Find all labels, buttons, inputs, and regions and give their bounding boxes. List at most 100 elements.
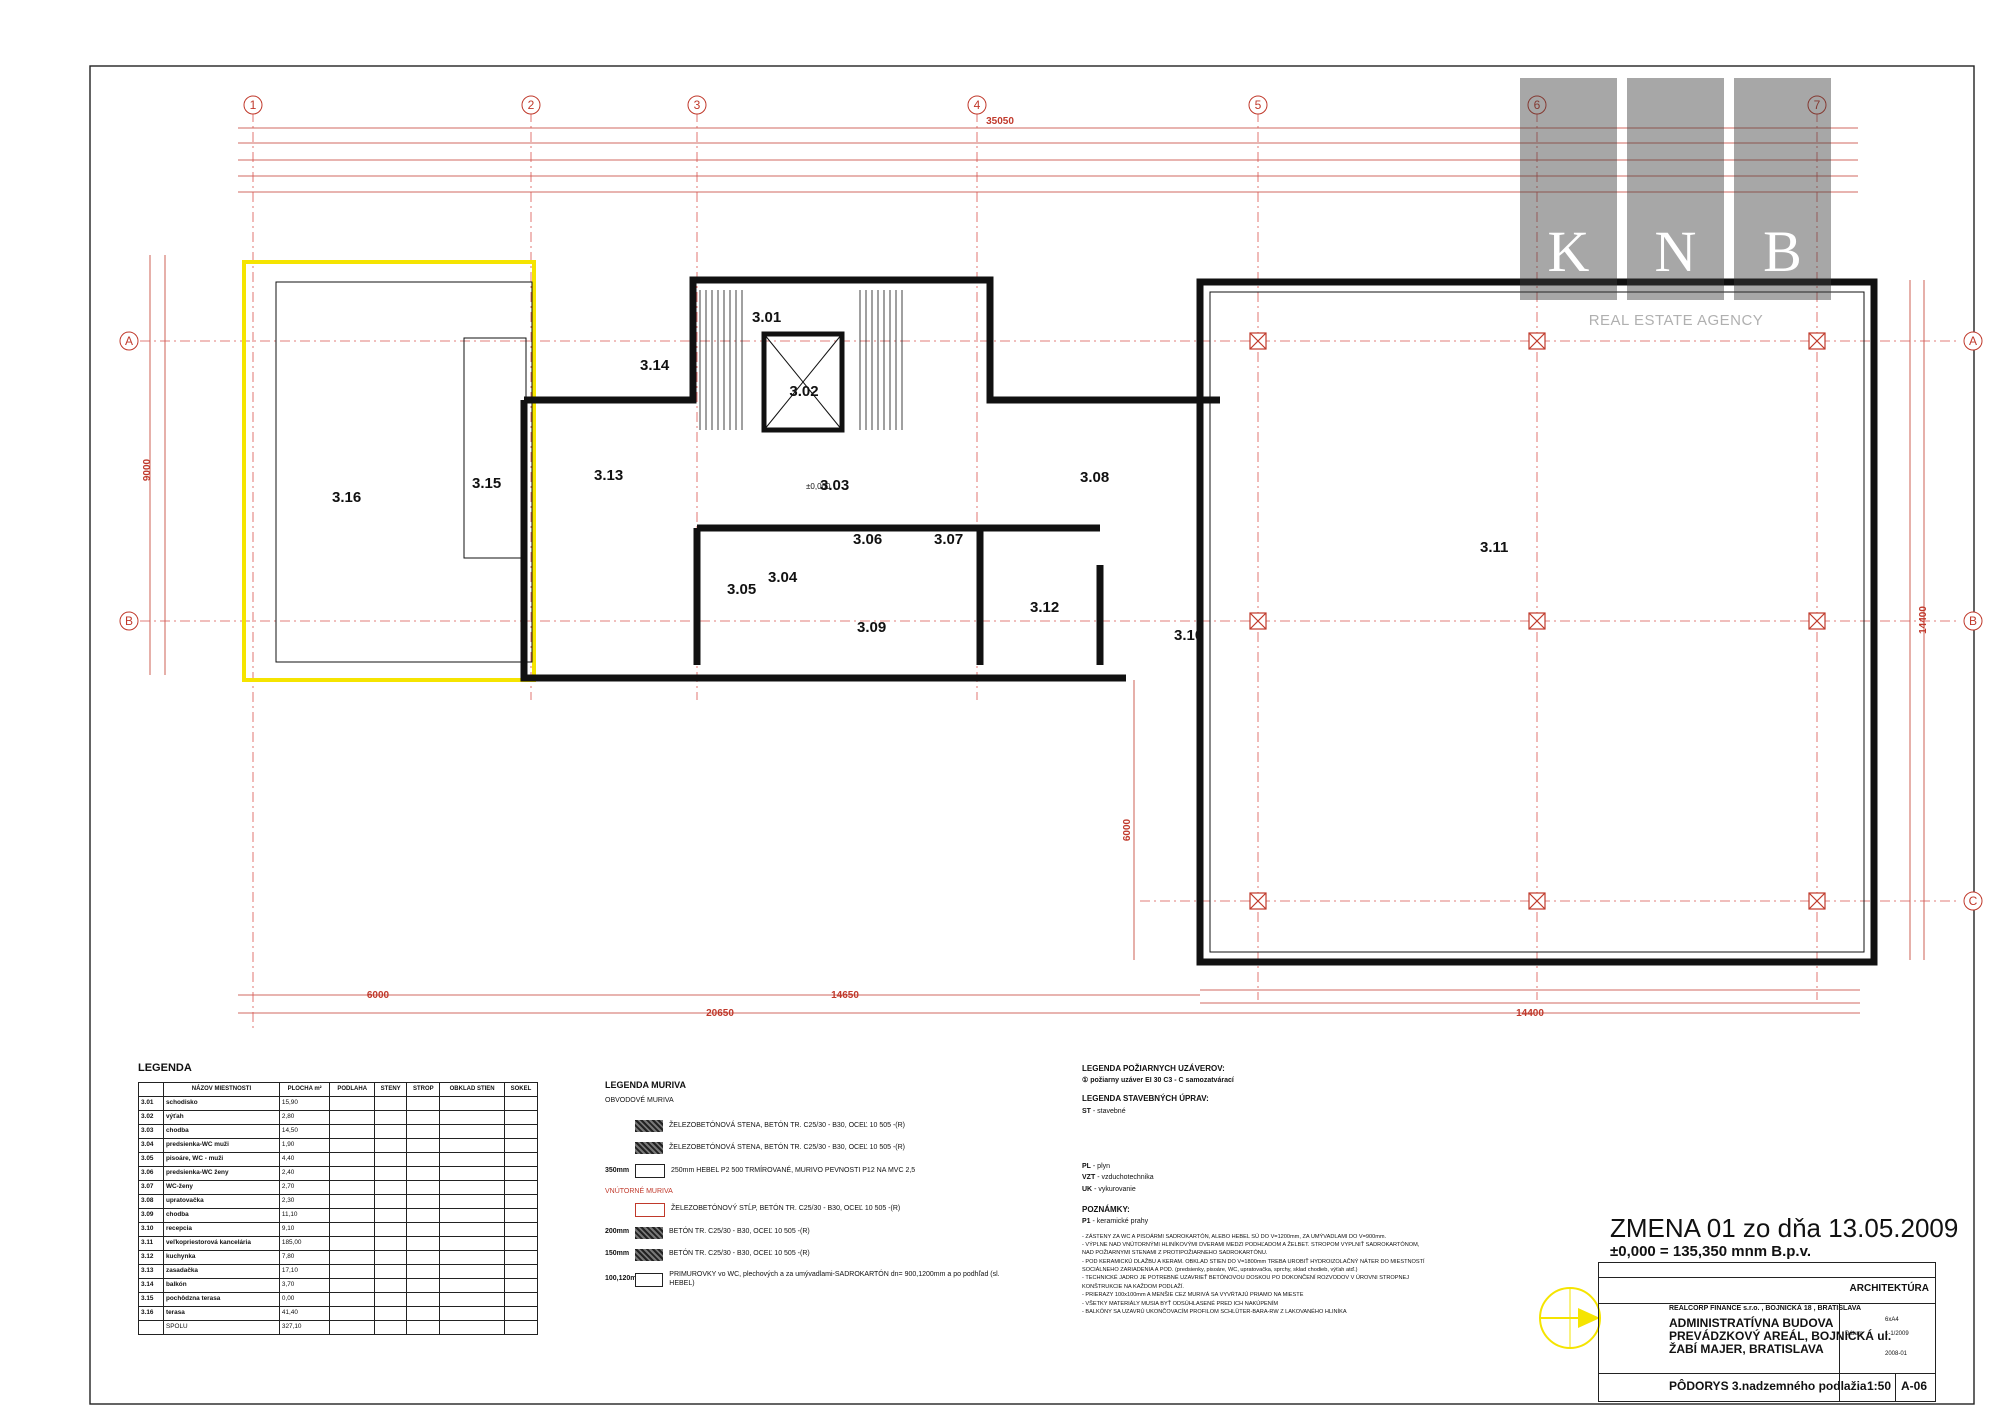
legend-cell-no: 3.14: [138, 1277, 164, 1293]
sheet-border: [89, 65, 1975, 1405]
dimension-20650: 20650: [706, 1008, 734, 1019]
svg-text:A: A: [125, 334, 133, 348]
legend-cell-name: výťah: [163, 1109, 280, 1125]
legend-cell-no: 3.01: [138, 1095, 164, 1111]
construction-legend-title: LEGENDA STAVEBNÝCH ÚPRAV:: [1082, 1093, 1209, 1103]
office-3-11-walls: [1196, 278, 1878, 966]
legend-cell-area: 2,80: [278, 1109, 331, 1125]
legend-cell-no: 3.04: [138, 1137, 164, 1153]
svg-text:B: B: [1969, 614, 1977, 628]
legend-cell-no: 3.09: [138, 1207, 164, 1223]
legend-cell-area: 0,00: [278, 1291, 331, 1307]
north-arrow-icon: [1539, 1287, 1601, 1349]
legend-cell-area: 11,10: [278, 1207, 331, 1223]
stairs: [699, 290, 903, 430]
legend-cell-name: chodba: [163, 1123, 280, 1139]
legend-cell-area: 2,70: [278, 1179, 331, 1195]
legend-cell-no: 3.13: [138, 1263, 164, 1279]
room-3-15: 3.15: [472, 475, 501, 492]
room-3-14: 3.14: [640, 357, 670, 374]
knb-letter-b: B: [1763, 219, 1802, 284]
fire-legend-item: ① požiarny uzáver EI 30 C3 - C samozatvá…: [1082, 1077, 1234, 1084]
legend-cell-no: 3.08: [138, 1193, 164, 1209]
grid-axes-horizontal: [140, 340, 1960, 902]
legend-cell-area: 15,90: [278, 1095, 331, 1111]
room-legend-title: LEGENDA: [138, 1062, 192, 1074]
dimension-6000-bottom: 6000: [367, 990, 390, 1001]
legend-cell-no: 3.07: [138, 1179, 164, 1195]
dimension-14400: 14400: [1516, 1008, 1544, 1019]
fire-legend: LEGENDA POŽIARNYCH UZÁVEROV: ① požiarny …: [1082, 1064, 1502, 1316]
legend-cell-area: 7,80: [278, 1249, 331, 1265]
dimension-14650: 14650: [831, 990, 859, 1001]
revision-title: ZMENA 01 zo dňa 13.05.2009: [1610, 1213, 1959, 1243]
overall-dimension: 35050: [986, 116, 1014, 127]
room-legend-table: NÁZOV MIESTNOSTI PLOCHA m² PODLAHA STENY…: [138, 1081, 539, 1335]
room-3-04: 3.04: [768, 569, 798, 586]
legend-cell-no: 3.16: [138, 1305, 164, 1321]
legend-cell-name: pochôdzna terasa: [163, 1291, 280, 1307]
zero-level: ±0,000 = 135,350 mnm B.p.v.: [1610, 1243, 1811, 1260]
legend-cell-area: 17,10: [278, 1263, 331, 1279]
wall-legend-subtitle: OBVODOVÉ MURIVA: [605, 1097, 674, 1105]
legend-cell-name: schodisko: [163, 1095, 280, 1111]
note-line: - VÝPLNE NAD VNÚTORNÝMI HLINÍKOVÝMI DVER…: [1082, 1241, 1420, 1248]
knb-letter-n: N: [1654, 219, 1697, 284]
dimension-9000: 9000: [142, 458, 153, 481]
discipline: ARCHITEKTÚRA: [1849, 1283, 1929, 1294]
room-3-13: 3.13: [594, 467, 623, 484]
legend-cell-area: 2,40: [278, 1165, 331, 1181]
grid-column-markers: 1 2 3 4 5 6 7: [243, 95, 1827, 115]
svg-text:7: 7: [1814, 98, 1821, 112]
wall-legend-item: ŽELEZOBETÓNOVÁ STENA, BETÓN TR. C25/30 -…: [605, 1142, 1005, 1154]
legend-cell-name: recepcia: [163, 1221, 280, 1237]
room-3-08: 3.08: [1080, 469, 1109, 486]
wall-legend-item: ŽELEZOBETÓNOVÝ STĹP, BETÓN TR. C25/30 - …: [605, 1202, 1005, 1217]
note-line: SOCIÁLNEHO ZARIADENIA A POD. (predsienky…: [1082, 1267, 1358, 1274]
legend-cell-no: 3.15: [138, 1291, 164, 1307]
project-name-1: ADMINISTRATÍVNA BUDOVA: [1669, 1316, 1834, 1330]
note-line: - ZÁSTENY ZA WC A PISOÁRMI SADROKARTÓN, …: [1082, 1233, 1387, 1240]
knb-letter-k: K: [1547, 219, 1590, 284]
legend-cell-name: chodba: [163, 1207, 280, 1223]
legend-cell-area: 2,30: [278, 1193, 331, 1209]
wall-legend-item: ŽELEZOBETÓNOVÁ STENA, BETÓN TR. C25/30 -…: [605, 1120, 1005, 1132]
room-3-11: 3.11: [1480, 539, 1508, 556]
room-labels: 3.01 3.02 3.03 3.04 3.05 3.06 3.07 3.08 …: [332, 309, 1508, 644]
terrace-outline: [242, 260, 536, 682]
room-3-12: 3.12: [1030, 599, 1059, 616]
legend-cell-area: 41,40: [278, 1305, 331, 1321]
dimension-6000-vertical: 6000: [1122, 818, 1133, 841]
room-3-03: 3.03: [820, 477, 849, 494]
wall-legend: LEGENDA MURIVA OBVODOVÉ MURIVA ŽELEZOBET…: [605, 1080, 1005, 1298]
room-3-07: 3.07: [934, 531, 963, 548]
terrace-315-outline: [463, 337, 527, 559]
scale: 1:50: [1867, 1379, 1892, 1393]
wall-legend-inner: VNÚTORNÉ MURIVA: [605, 1188, 673, 1195]
note-line: - TECHNICKÉ JADRO JE POTREBNÉ UZAVRIEŤ B…: [1082, 1275, 1410, 1282]
svg-text:B: B: [125, 614, 133, 628]
room-3-01: 3.01: [752, 309, 781, 326]
legend-cell-no: 3.12: [138, 1249, 164, 1265]
legend-cell-area: 3,70: [278, 1277, 331, 1293]
svg-text:3: 3: [694, 98, 701, 112]
knb-watermark: K N B REAL ESTATE AGENCY: [1520, 78, 1832, 374]
title-block: ARCHITEKTÚRA REALCORP FINANCE s.r.o. , B…: [1598, 1262, 1936, 1402]
room-3-06: 3.06: [853, 531, 882, 548]
drawing-name: PÔDORYS 3.nadzemného podlažia: [1669, 1379, 1867, 1393]
format: 6xA4: [1885, 1317, 1899, 1323]
room-3-05: 3.05: [727, 581, 756, 598]
construction-legend-list: ST - stavebné PL - plyn VZT - vzduchotec…: [1082, 1107, 1154, 1193]
legend-cell-no: 3.06: [138, 1165, 164, 1181]
investor: REALCORP FINANCE s.r.o. , BOJNICKÁ 18 , …: [1669, 1305, 1862, 1312]
room-3-02: 3.02: [789, 383, 818, 400]
